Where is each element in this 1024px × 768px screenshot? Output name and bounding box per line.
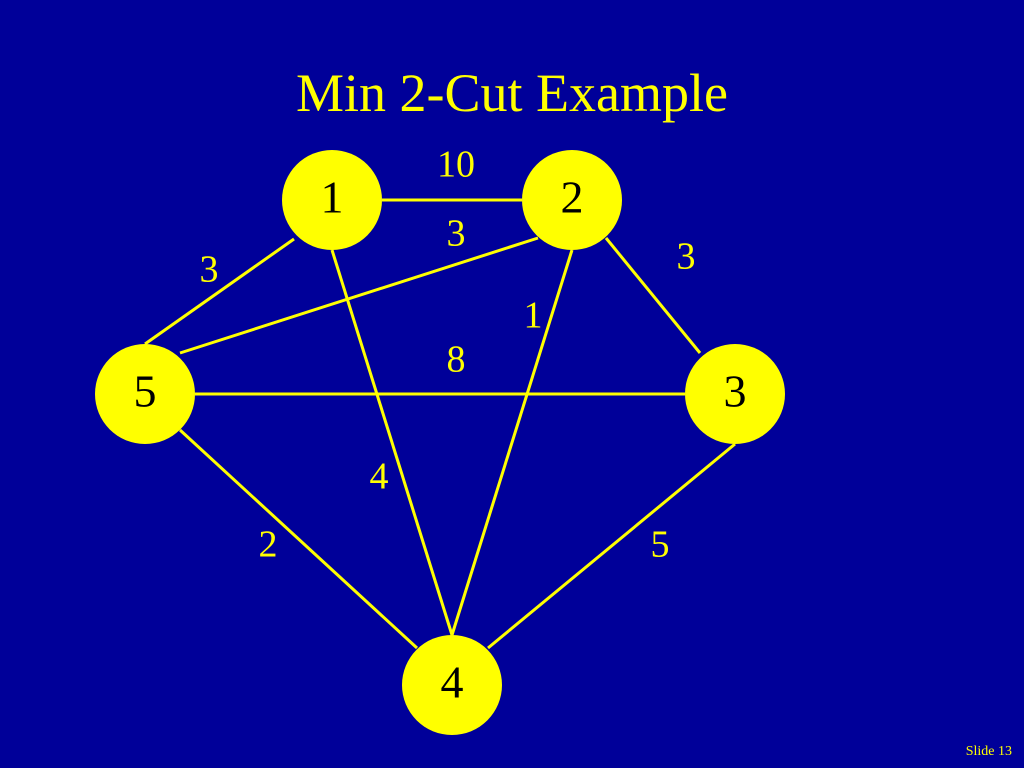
- node-circle-3: [685, 344, 785, 444]
- node-4: 4: [402, 635, 502, 735]
- edge-weight-1-5: 3: [200, 249, 219, 291]
- node-label-2: 2: [561, 172, 584, 223]
- edge-weight-3-4: 5: [651, 524, 670, 566]
- node-circle-2: [522, 150, 622, 250]
- edge-2-4: [450, 249, 574, 636]
- node-label-4: 4: [441, 657, 464, 708]
- edge-weight-5-2: 3: [447, 213, 466, 255]
- edge-2-3: [604, 237, 702, 354]
- edge-weight-2-3: 3: [677, 236, 696, 278]
- edge-weight-1-4: 4: [370, 456, 389, 498]
- node-1: 1: [282, 150, 382, 250]
- edge-weight-5-4: 2: [259, 524, 278, 566]
- node-circle-5: [95, 344, 195, 444]
- node-2: 2: [522, 150, 622, 250]
- slide-title: Min 2-Cut Example: [296, 63, 728, 123]
- edge-weight-1-2: 10: [437, 144, 475, 186]
- node-3: 3: [685, 344, 785, 444]
- node-label-3: 3: [724, 366, 747, 417]
- edge-1-5: [144, 237, 295, 346]
- node-label-1: 1: [321, 172, 344, 223]
- edge-weight-2-4: 1: [524, 295, 543, 337]
- node-circle-4: [402, 635, 502, 735]
- edge-5-2: [179, 236, 539, 355]
- edge-weight-5-3: 8: [447, 339, 466, 381]
- edge-5-4: [178, 428, 419, 650]
- edge-1-4: [330, 249, 454, 636]
- node-5: 5: [95, 344, 195, 444]
- edge-3-4: [487, 442, 736, 650]
- node-label-5: 5: [134, 366, 157, 417]
- slide-number: Slide 13: [965, 744, 1012, 759]
- node-circle-1: [282, 150, 382, 250]
